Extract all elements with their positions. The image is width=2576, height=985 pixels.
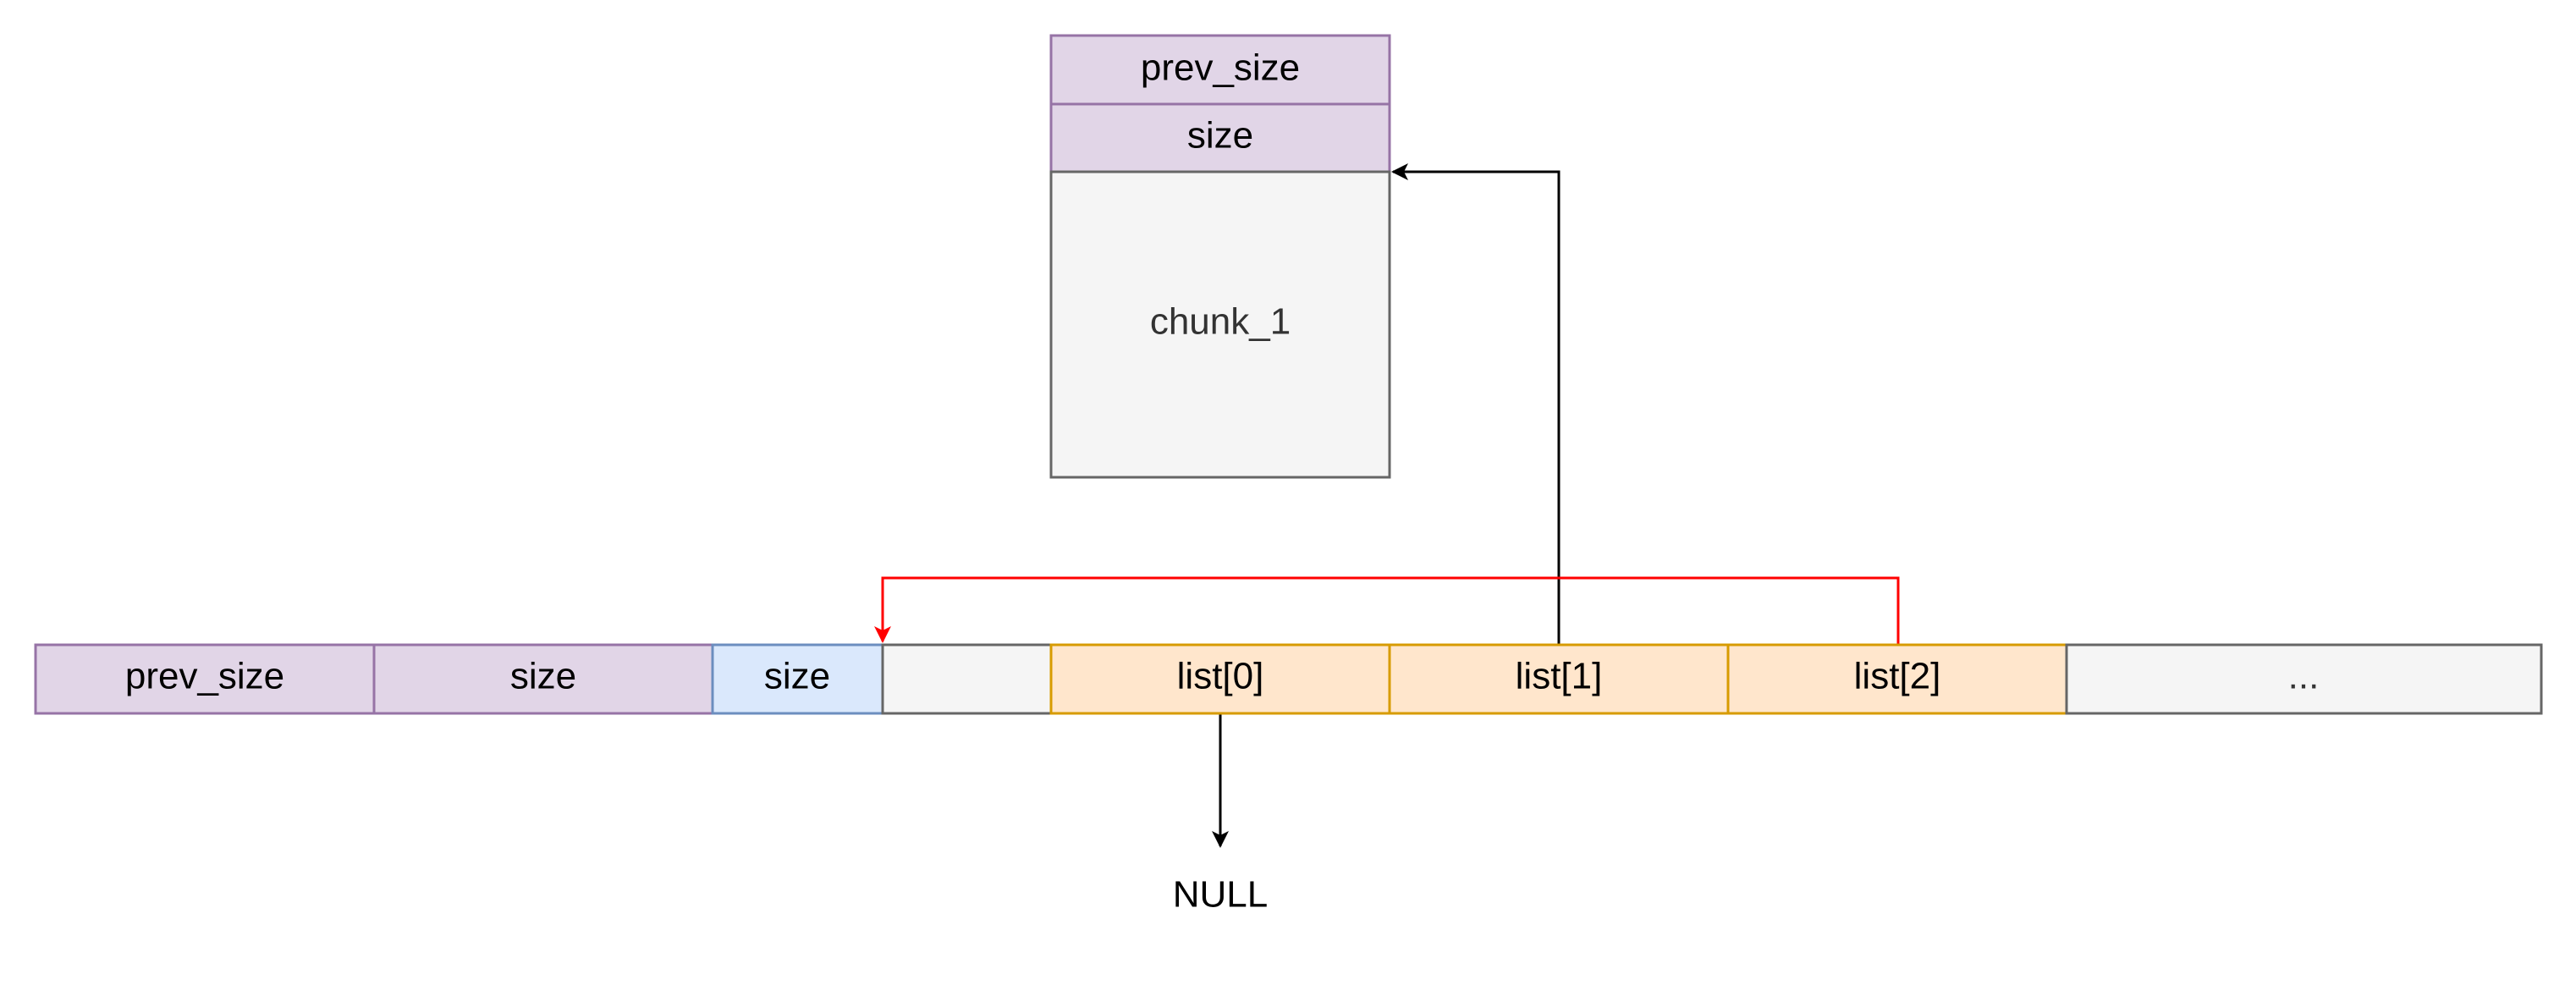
chunk-size-label: size bbox=[1187, 115, 1253, 157]
chunk-prev-size-label: prev_size bbox=[1141, 47, 1300, 89]
row-empty-cell bbox=[881, 643, 1053, 715]
edge-list2-to-fake-size bbox=[874, 576, 1900, 645]
row-size-label: size bbox=[510, 656, 576, 697]
row-list0-label: list[0] bbox=[1177, 656, 1264, 697]
chunk-body-label: chunk_1 bbox=[1150, 301, 1291, 343]
chunk-size-cell bbox=[1049, 102, 1391, 173]
edge-list1-to-chunk1 bbox=[1391, 163, 1560, 645]
memory-row: prev_size size size list[0] list[1] list… bbox=[34, 643, 2543, 715]
row-list1-label: list[1] bbox=[1516, 656, 1603, 697]
null-label: NULL bbox=[1173, 874, 1269, 916]
row-prev-size-label: prev_size bbox=[125, 656, 284, 697]
row-ellipsis-label: ... bbox=[2288, 656, 2320, 697]
chunk-1-block: prev_size size chunk_1 bbox=[1049, 34, 1391, 479]
row-fake-size-label: size bbox=[764, 656, 830, 697]
row-list2-cell bbox=[1726, 643, 2068, 715]
chunk-prev-size-cell bbox=[1049, 34, 1391, 106]
row-list2-label: list[2] bbox=[1854, 656, 1941, 697]
chunk-body bbox=[1049, 170, 1391, 479]
row-ellipsis-cell bbox=[2065, 643, 2543, 715]
